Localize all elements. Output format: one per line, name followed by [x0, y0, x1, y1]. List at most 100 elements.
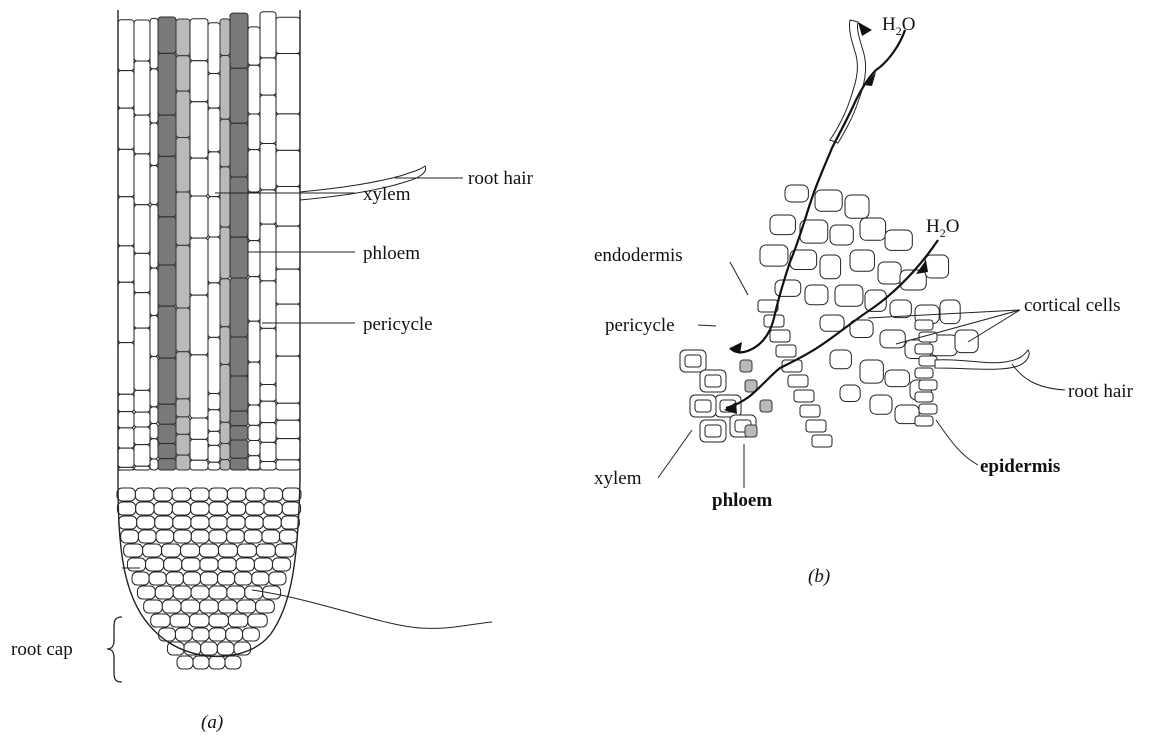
stele-cell [260, 401, 276, 422]
epidermis-cell [915, 416, 933, 426]
stele-cell [176, 19, 190, 56]
stele-cell [248, 65, 260, 114]
stele-cell [248, 425, 260, 440]
label-xylem-b: xylem [594, 468, 642, 489]
stele-cell [134, 115, 150, 154]
stele-cell [220, 119, 230, 167]
stele-cell [150, 424, 158, 439]
endodermis-cell [776, 345, 796, 357]
stele-cell [208, 73, 220, 108]
stele-cell [220, 56, 230, 120]
stele-cell [276, 150, 300, 186]
stele-cell [220, 167, 230, 227]
cap-cell [236, 558, 254, 571]
stele-cell [230, 411, 248, 426]
stele-cell [150, 268, 158, 315]
label-xylem-a: xylem [363, 184, 411, 205]
stele-cell [150, 18, 158, 69]
cap-cell [200, 600, 219, 613]
cap-cell [151, 614, 170, 627]
cap-cell [218, 558, 236, 571]
xylem-lumen [705, 425, 721, 437]
cap-cell [237, 544, 256, 557]
stele-cell [150, 439, 158, 459]
stele-cell [208, 23, 220, 74]
stele-cell [118, 467, 134, 470]
cortical-cell [925, 255, 949, 278]
cap-cell [174, 530, 192, 543]
stele-cell [220, 327, 230, 365]
cap-cell [226, 628, 243, 641]
label-cortical-cells: cortical cells [1024, 295, 1121, 316]
stele-cell [190, 196, 208, 238]
leader-epidermis [936, 420, 978, 465]
cap-cell [183, 572, 200, 585]
cap-cell [175, 628, 192, 641]
stele-cell [134, 390, 150, 412]
cap-cell [191, 502, 209, 515]
cap-cell [177, 656, 193, 669]
stele-cell [176, 455, 190, 470]
cortical-cell [815, 190, 842, 211]
stele-cell [150, 316, 158, 357]
stele-cell [134, 20, 150, 61]
cap-cell [121, 530, 139, 543]
cortical-cell [785, 185, 808, 202]
water-label-2: H2O [926, 216, 959, 240]
cap-cell [159, 628, 176, 641]
cortical-cell [820, 255, 841, 279]
cap-cell [209, 656, 225, 669]
stele-cell [158, 115, 176, 156]
cap-cell [256, 600, 275, 613]
endodermis-cell [806, 420, 826, 432]
cortical-cell [860, 360, 883, 383]
stele-cell [208, 108, 220, 152]
stele-cell [248, 277, 260, 322]
cap-cell [252, 572, 269, 585]
stele-cell [176, 91, 190, 137]
epidermis-cell [915, 392, 933, 402]
epidermis-cell [919, 380, 937, 390]
stele-cell [260, 281, 276, 329]
cap-cell [275, 544, 294, 557]
cortical-cell [885, 230, 912, 250]
leader-pericycle-b [698, 325, 716, 326]
cap-cell [137, 516, 155, 529]
stele-cell [208, 445, 220, 462]
stele-cell [220, 460, 230, 470]
cap-cell [272, 558, 290, 571]
cortical-cell [955, 330, 978, 353]
cap-cell [137, 586, 155, 599]
root-cap-cells [117, 488, 301, 669]
endodermis-cell [770, 330, 790, 342]
leader-root-hair-b [1012, 364, 1065, 390]
stele-cell [176, 192, 190, 245]
phloem-cell [760, 400, 772, 412]
label-root-cap: root cap [11, 639, 73, 660]
stele-cell [158, 17, 176, 53]
cap-cell [228, 614, 247, 627]
stele-cell [190, 460, 208, 470]
cap-cell [245, 516, 263, 529]
cap-cell [209, 488, 227, 501]
cap-cell [143, 544, 162, 557]
stele-cell [230, 237, 248, 278]
stele-cell [276, 226, 300, 269]
stele-cell [276, 54, 300, 114]
cap-cell [119, 516, 137, 529]
cap-cell [246, 502, 264, 515]
stele-cell [260, 95, 276, 143]
cap-cell [162, 544, 181, 557]
cortical-cell [870, 395, 892, 414]
leader-xylem-b [658, 430, 692, 478]
cortical-cell [820, 315, 844, 331]
stele-cell [118, 282, 134, 342]
cap-cell [154, 502, 172, 515]
cap-cell [193, 656, 209, 669]
stele-cell [176, 138, 190, 192]
cap-cell [166, 572, 183, 585]
cap-cell [209, 614, 228, 627]
stele-cell [190, 418, 208, 439]
cap-cell [243, 628, 260, 641]
stele-cell [158, 459, 176, 470]
